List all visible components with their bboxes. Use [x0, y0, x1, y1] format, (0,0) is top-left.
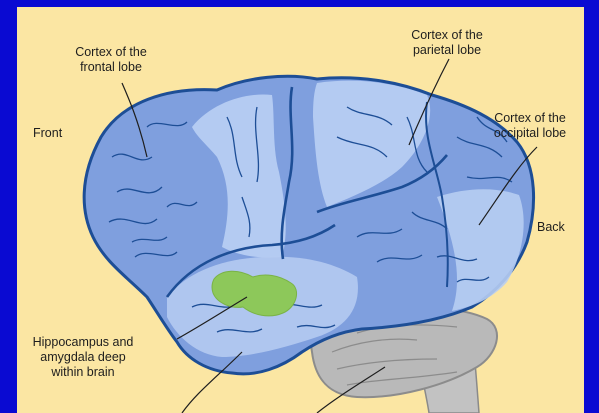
- hippocampus-label-line-1: Hippocampus and: [23, 335, 143, 350]
- parietal-label-line-1: Cortex of the: [392, 28, 502, 43]
- occipital-label-line-1: Cortex of the: [477, 111, 583, 126]
- frontal-label-line-2: frontal lobe: [51, 60, 171, 75]
- occipital-label-line-2: occipital lobe: [477, 126, 583, 141]
- frontal-lobe-label: Cortex of the frontal lobe: [51, 45, 171, 75]
- parietal-lobe-label: Cortex of the parietal lobe: [392, 28, 502, 58]
- diagram-panel: Cortex of the frontal lobe Cortex of the…: [17, 7, 584, 413]
- front-label: Front: [33, 126, 62, 141]
- hippocampus-label-line-2: amygdala deep: [23, 350, 143, 365]
- parietal-label-line-2: parietal lobe: [392, 43, 502, 58]
- back-label: Back: [537, 220, 565, 235]
- hippocampus-label-line-3: within brain: [23, 365, 143, 380]
- frontal-label-line-1: Cortex of the: [51, 45, 171, 60]
- occipital-lobe-label: Cortex of the occipital lobe: [477, 111, 583, 141]
- hippocampus-label: Hippocampus and amygdala deep within bra…: [23, 335, 143, 380]
